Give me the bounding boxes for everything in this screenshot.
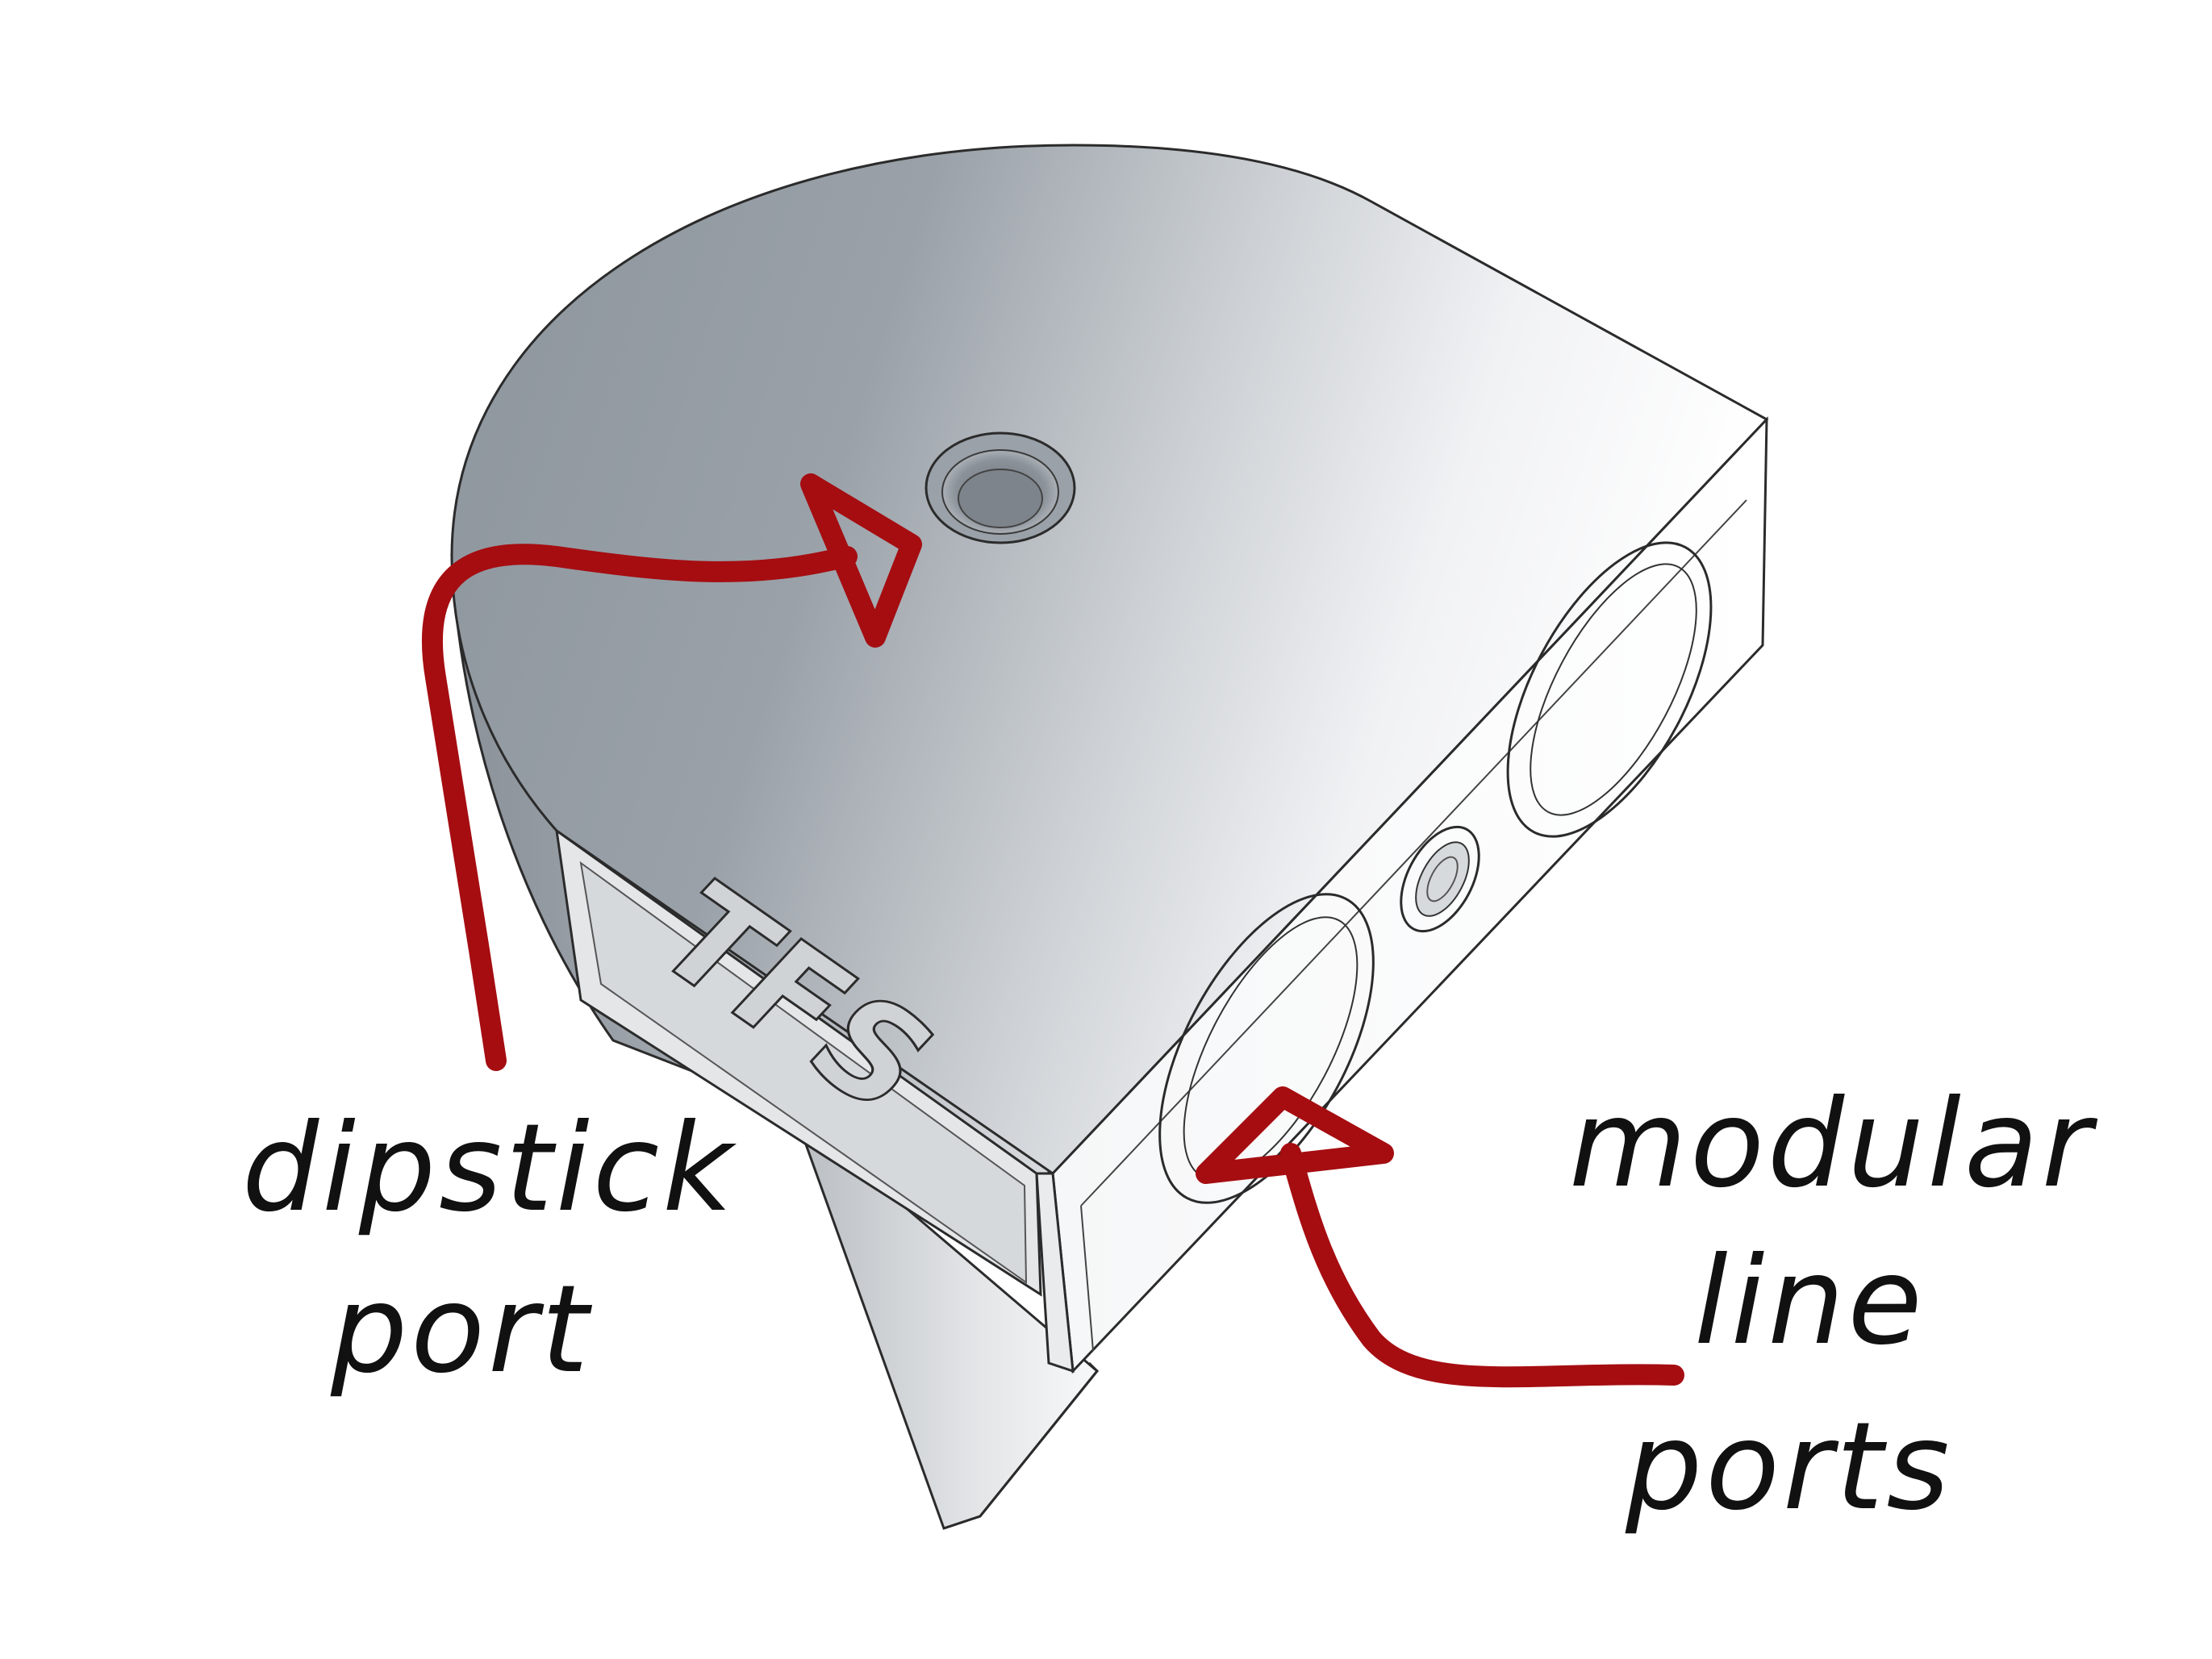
dipstick-port-label: dipstick port	[242, 1098, 737, 1400]
part-side-face	[1035, 416, 1768, 1374]
dipstick-label-line-2: port	[330, 1260, 593, 1400]
modular-line-port-holes	[1158, 541, 1713, 1204]
dipstick-label-line-1: dipstick	[242, 1098, 737, 1239]
dipstick-arrow	[421, 473, 922, 1071]
modular-label-line-3: ports	[1625, 1397, 1953, 1537]
modular-arrow	[1196, 1086, 1684, 1388]
modular-line-ports-label: modular line ports	[1569, 1074, 2098, 1537]
modular-label-line-2: line	[1694, 1232, 1926, 1372]
part-front-face	[555, 827, 1042, 1297]
dipstick-port-hole	[924, 431, 1076, 544]
part-top-face	[450, 144, 1769, 1175]
modular-label-line-1: modular	[1569, 1074, 2098, 1215]
part-fin	[791, 1109, 1100, 1530]
